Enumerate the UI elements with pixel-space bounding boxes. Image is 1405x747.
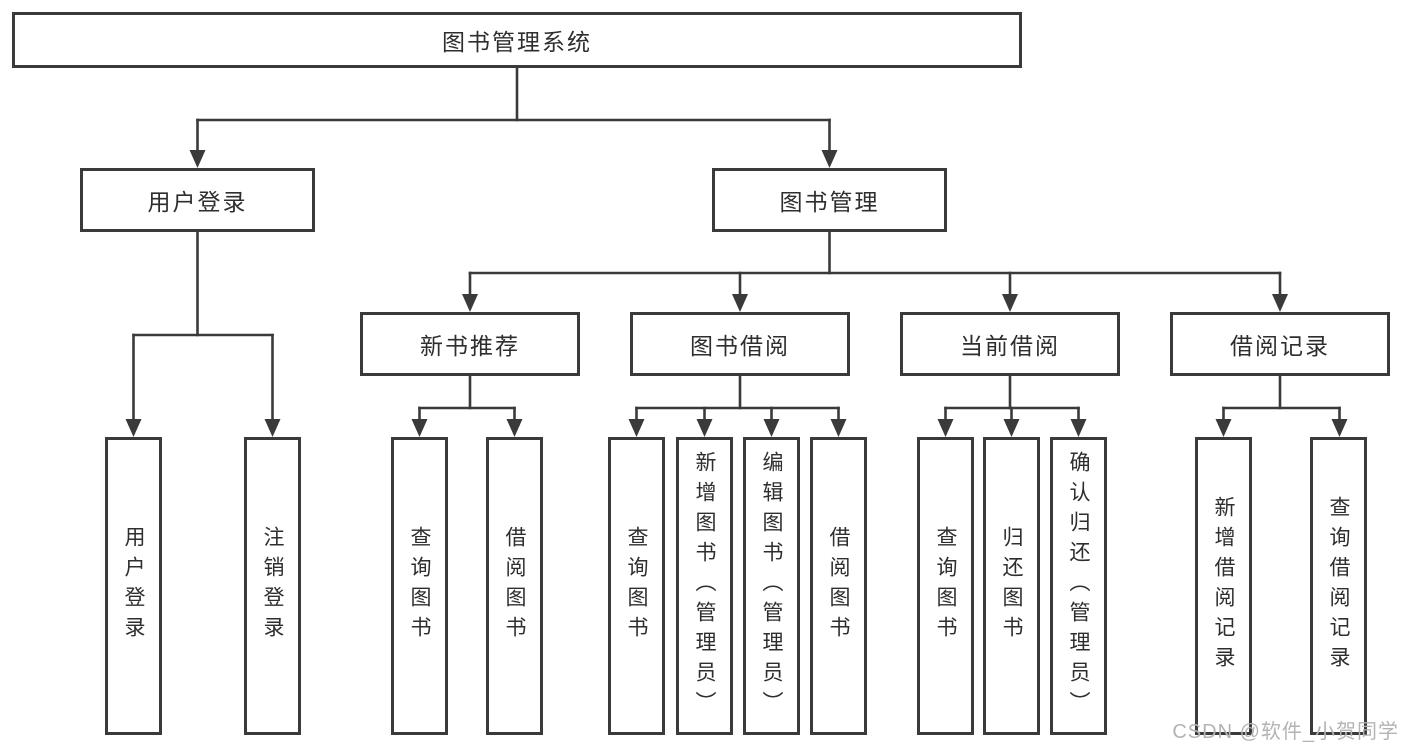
node-label: 新增借阅记录 (1212, 496, 1236, 676)
csdn-watermark: CSDN @软件_小贺同学 (1172, 721, 1399, 743)
node-query-borrow-record: 查询借阅记录 (1310, 437, 1367, 735)
node-label: 注销登录 (261, 526, 285, 646)
node-query-book-borrow: 查询图书 (608, 437, 665, 735)
node-return-book: 归还图书 (983, 437, 1040, 735)
node-borrow-book-borrow: 借阅图书 (810, 437, 867, 735)
node-query-book-new: 查询图书 (391, 437, 448, 735)
node-label: 查询图书 (408, 526, 432, 646)
node-label: 查询图书 (625, 526, 649, 646)
node-user-login: 用户登录 (80, 168, 315, 232)
node-label: 查询借阅记录 (1327, 496, 1351, 676)
node-edit-book-admin: 编辑图书（管理员） (743, 437, 800, 735)
node-logout-leaf: 注销登录 (244, 437, 301, 735)
node-label: 编辑图书（管理员） (760, 451, 784, 721)
node-label: 查询图书 (934, 526, 958, 646)
node-add-borrow-record: 新增借阅记录 (1195, 437, 1252, 735)
node-borrow-records: 借阅记录 (1170, 312, 1390, 376)
node-label: 借阅图书 (827, 526, 851, 646)
node-root: 图书管理系统 (12, 12, 1022, 68)
node-label: 借阅图书 (503, 526, 527, 646)
node-query-book-current: 查询图书 (917, 437, 974, 735)
node-login-leaf: 用户登录 (105, 437, 162, 735)
node-book-mgmt: 图书管理 (712, 168, 947, 232)
node-label: 用户登录 (122, 526, 146, 646)
node-new-book-rec: 新书推荐 (360, 312, 580, 376)
node-label: 新增图书（管理员） (693, 451, 717, 721)
node-add-book-admin: 新增图书（管理员） (676, 437, 733, 735)
node-label: 归还图书 (1000, 526, 1024, 646)
node-label: 确认归还（管理员） (1067, 451, 1091, 721)
node-current-borrow: 当前借阅 (900, 312, 1120, 376)
node-borrow-book-new: 借阅图书 (486, 437, 543, 735)
node-book-borrow: 图书借阅 (630, 312, 850, 376)
node-confirm-return-admin: 确认归还（管理员） (1050, 437, 1107, 735)
